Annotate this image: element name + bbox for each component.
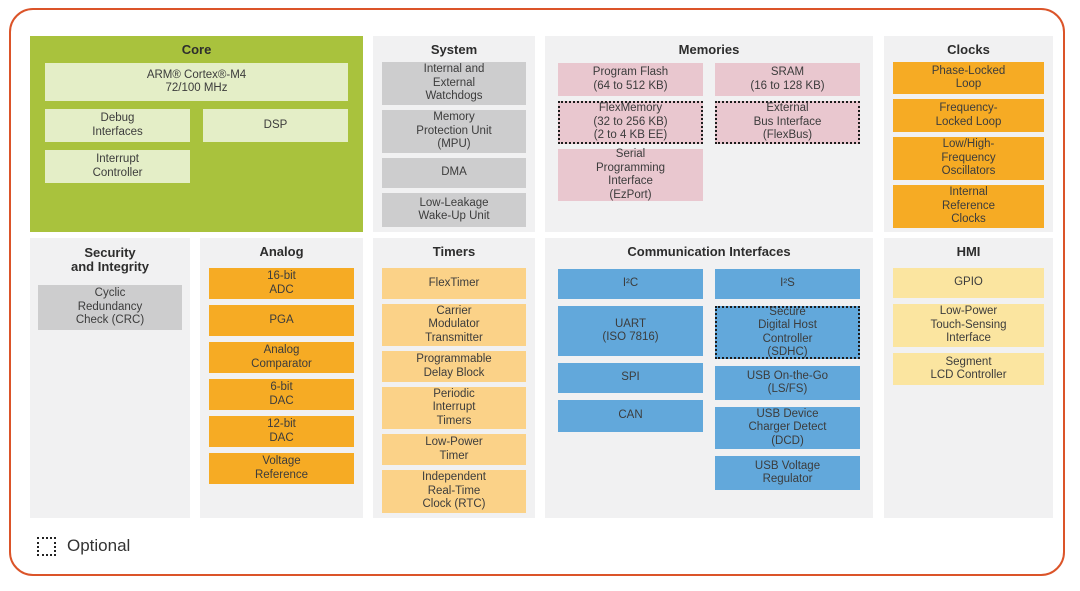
security-title: Security and Integrity bbox=[70, 245, 149, 274]
block-usb-device-charger-detect: USB Device Charger Detect (DCD) bbox=[715, 407, 860, 449]
system-title: System bbox=[430, 42, 478, 57]
block-oscillators: Low/High- Frequency Oscillators bbox=[893, 137, 1044, 180]
block-gpio: GPIO bbox=[893, 268, 1044, 298]
clocks-title: Clocks bbox=[947, 42, 990, 57]
block-i2c: I²C bbox=[558, 269, 703, 299]
section-communication-interfaces: Communication Interfaces I²C UART (ISO 7… bbox=[545, 238, 873, 518]
block-carrier-modulator-transmitter: Carrier Modulator Transmitter bbox=[382, 304, 526, 346]
block-watchdogs: Internal and External Watchdogs bbox=[382, 62, 526, 105]
block-mpu: Memory Protection Unit (MPU) bbox=[382, 110, 526, 153]
block-6bit-dac: 6-bit DAC bbox=[209, 379, 354, 410]
section-hmi: HMI GPIO Low-Power Touch-Sensing Interfa… bbox=[884, 238, 1053, 518]
block-frequency-locked-loop: Frequency- Locked Loop bbox=[893, 99, 1044, 132]
section-security: Security and Integrity Cyclic Redundancy… bbox=[30, 238, 190, 518]
block-i2s: I²S bbox=[715, 269, 860, 299]
block-interrupt-controller: Interrupt Controller bbox=[45, 150, 190, 183]
section-system: System Internal and External Watchdogs M… bbox=[373, 36, 535, 232]
block-rtc: Independent Real-Time Clock (RTC) bbox=[382, 470, 526, 513]
analog-title: Analog bbox=[259, 244, 304, 259]
dashed-box-icon bbox=[37, 536, 56, 556]
block-analog-comparator: Analog Comparator bbox=[209, 342, 354, 373]
block-low-power-timer: Low-Power Timer bbox=[382, 434, 526, 465]
block-12bit-dac: 12-bit DAC bbox=[209, 416, 354, 447]
section-core: Core ARM® Cortex®-M4 72/100 MHz Debug In… bbox=[30, 36, 363, 232]
diagram-frame-border bbox=[9, 8, 1065, 576]
block-16bit-adc: 16-bit ADC bbox=[209, 268, 354, 299]
block-touch-sensing-interface: Low-Power Touch-Sensing Interface bbox=[893, 304, 1044, 347]
block-periodic-interrupt-timers: Periodic Interrupt Timers bbox=[382, 387, 526, 429]
block-sdhc: Secure Digital Host Controller (SDHC) bbox=[715, 306, 860, 359]
section-timers: Timers FlexTimer Carrier Modulator Trans… bbox=[373, 238, 535, 518]
block-usb-voltage-regulator: USB Voltage Regulator bbox=[715, 456, 860, 490]
block-ezport: Serial Programming Interface (EzPort) bbox=[558, 148, 703, 201]
block-can: CAN bbox=[558, 400, 703, 432]
optional-legend: Optional bbox=[37, 536, 130, 556]
memories-title: Memories bbox=[678, 42, 740, 57]
block-programmable-delay-block: Programmable Delay Block bbox=[382, 351, 526, 382]
section-memories: Memories Program Flash (64 to 512 KB) Fl… bbox=[545, 36, 873, 232]
block-dsp: DSP bbox=[203, 109, 348, 142]
block-flextimer: FlexTimer bbox=[382, 268, 526, 299]
block-low-leakage-wakeup-unit: Low-Leakage Wake-Up Unit bbox=[382, 193, 526, 227]
block-debug-interfaces: Debug Interfaces bbox=[45, 109, 190, 142]
block-internal-reference-clocks: Internal Reference Clocks bbox=[893, 185, 1044, 228]
communication-interfaces-title: Communication Interfaces bbox=[627, 244, 791, 259]
block-usb-on-the-go: USB On-the-Go (LS/FS) bbox=[715, 366, 860, 400]
block-crc: Cyclic Redundancy Check (CRC) bbox=[38, 285, 182, 330]
timers-title: Timers bbox=[432, 244, 476, 259]
block-external-bus-interface: External Bus Interface (FlexBus) bbox=[715, 101, 860, 144]
block-program-flash: Program Flash (64 to 512 KB) bbox=[558, 63, 703, 96]
block-spi: SPI bbox=[558, 363, 703, 393]
optional-legend-label: Optional bbox=[67, 536, 131, 555]
core-title: Core bbox=[181, 42, 212, 57]
hmi-title: HMI bbox=[956, 244, 981, 259]
block-arm-cortex-m4: ARM® Cortex®-M4 72/100 MHz bbox=[45, 63, 348, 101]
section-analog: Analog 16-bit ADC PGA Analog Comparator … bbox=[200, 238, 363, 518]
block-voltage-reference: Voltage Reference bbox=[209, 453, 354, 484]
block-uart: UART (ISO 7816) bbox=[558, 306, 703, 356]
block-flexmemory: FlexMemory (32 to 256 KB) (2 to 4 KB EE) bbox=[558, 101, 703, 144]
block-segment-lcd-controller: Segment LCD Controller bbox=[893, 353, 1044, 385]
block-phase-locked-loop: Phase-Locked Loop bbox=[893, 62, 1044, 94]
section-clocks: Clocks Phase-Locked Loop Frequency- Lock… bbox=[884, 36, 1053, 232]
block-sram: SRAM (16 to 128 KB) bbox=[715, 63, 860, 96]
block-pga: PGA bbox=[209, 305, 354, 336]
block-dma: DMA bbox=[382, 158, 526, 188]
